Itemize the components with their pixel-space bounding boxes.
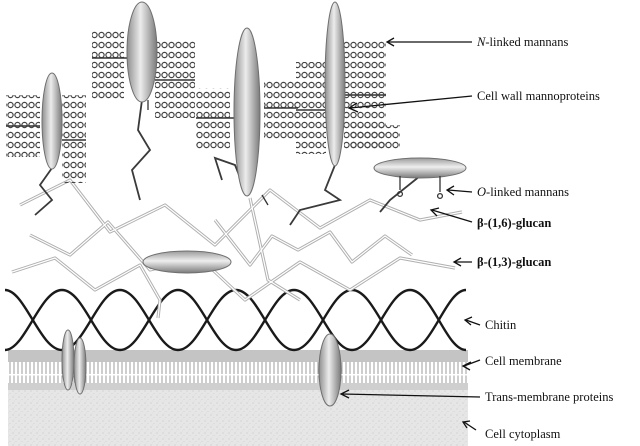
label-arrows [339,37,481,431]
transmembrane-protein-2 [73,337,87,395]
label-o-linked-rest: -linked mannans [486,185,569,199]
n-linked-mannans [6,30,400,183]
label-o-linked-mannans: O-linked mannans [477,186,569,199]
label-chitin: Chitin [485,318,517,332]
label-beta-16-glucan: β-(1,6)-glucan [477,217,551,230]
protein-tethers [34,99,421,226]
transmembrane-protein-3 [318,333,342,407]
arrow-transmembrane [341,393,481,398]
label-b16-prefix: β [477,216,484,230]
arrow-membrane [463,359,481,367]
label-b13-prefix: β [477,255,484,269]
label-n-linked-mannans: N-linked mannans [477,36,568,49]
o-linked-protein [373,157,467,179]
label-beta-13-glucan: β-(1,3)-glucan [477,256,551,269]
arrow-mannoproteins [349,95,473,109]
transmembrane-proteins [61,329,342,407]
arrow-chitin [465,319,481,326]
arrow-b16 [431,209,473,223]
chitin-fibrils [4,288,467,352]
label-transmembrane-proteins: Trans-membrane proteins [485,390,614,404]
cytoplasm-region [8,388,468,446]
label-cell-membrane: Cell membrane [485,354,562,368]
glucan-bound-protein [142,250,232,274]
mannoproteins [41,1,346,197]
transmembrane-protein-1 [61,329,75,391]
label-b13-rest: -(1,3)-glucan [483,255,552,269]
arrow-o-linked [447,189,473,193]
label-n-linked-prefix: N [477,35,486,49]
label-b16-rest: -(1,6)-glucan [483,216,552,230]
mannoprotein-3 [233,27,261,197]
label-cell-cytoplasm: Cell cytoplasm [485,427,561,441]
label-n-linked-rest: -linked mannans [485,35,569,49]
mannoprotein-2 [126,1,158,103]
o-linked-mannans [147,100,444,206]
label-o-linked-prefix: O [477,185,487,199]
arrow-cytoplasm [463,421,477,431]
mannoprotein-4 [324,1,346,167]
mannoprotein-1 [41,72,63,170]
label-cell-wall-mannoproteins: Cell wall mannoproteins [477,89,600,103]
